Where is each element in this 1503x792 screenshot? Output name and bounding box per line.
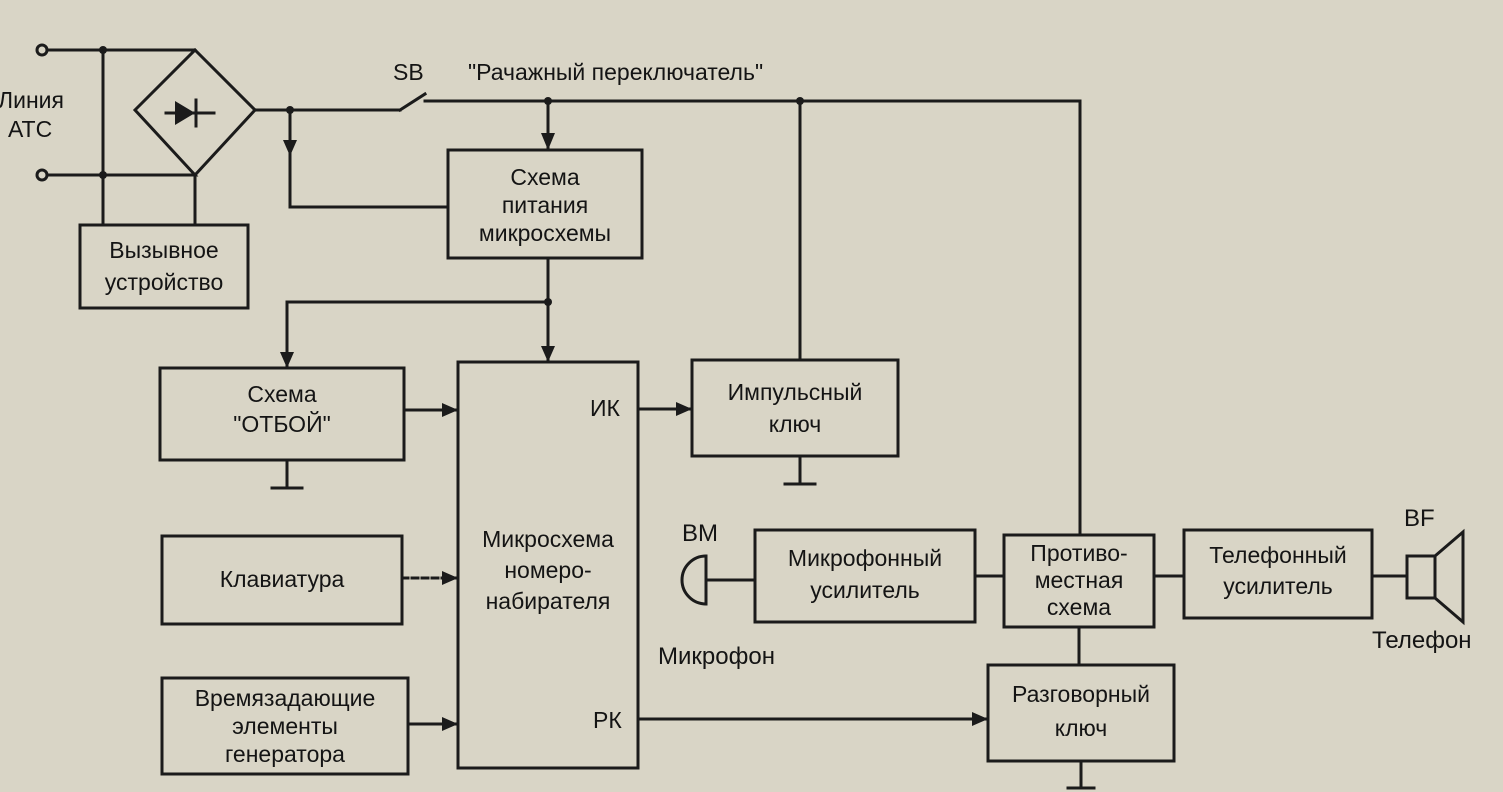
arrow: [972, 712, 988, 726]
pk-label: РК: [593, 707, 622, 733]
svg-text:Разговорный: Разговорный: [1012, 681, 1150, 707]
svg-text:Микросхема: Микросхема: [482, 526, 614, 552]
svg-text:схема: схема: [1047, 594, 1111, 620]
ground: [783, 454, 817, 486]
svg-text:усилитель: усилитель: [1223, 573, 1333, 599]
wire: [288, 108, 450, 209]
svg-text:ключ: ключ: [1055, 715, 1107, 741]
svg-text:местная: местная: [1035, 567, 1124, 593]
svg-text:Схема: Схема: [247, 381, 316, 407]
block-mic-amp: Микрофонный усилитель: [753, 528, 977, 624]
svg-text:Времязадающие: Времязадающие: [195, 685, 376, 711]
block-power-circuit: Схема питания микросхемы: [446, 148, 644, 260]
phone-label: Телефон: [1372, 627, 1472, 654]
line-top-wire: [45, 48, 258, 113]
switch-caption: "Рачажный переключатель": [468, 59, 763, 85]
line-atc-label: Линия: [0, 87, 64, 113]
svg-text:усилитель: усилитель: [810, 577, 920, 603]
block-call-device: Вызывное устройство: [78, 223, 250, 310]
svg-text:питания: питания: [502, 192, 588, 218]
arrow: [280, 352, 294, 368]
svg-text:микросхемы: микросхемы: [479, 220, 611, 246]
svg-text:элементы: элементы: [232, 713, 338, 739]
svg-text:"ОТБОЙ": "ОТБОЙ": [233, 410, 331, 437]
arrow: [442, 717, 458, 731]
arrow: [442, 403, 458, 417]
arrow: [541, 133, 555, 150]
svg-text:Противо-: Противо-: [1030, 540, 1127, 566]
bridge-lower-right: [192, 107, 258, 178]
svg-text:ключ: ключ: [769, 411, 821, 437]
svg-text:Вызывное: Вызывное: [109, 237, 218, 263]
block-phone-amp: Телефонный усилитель: [1182, 528, 1374, 620]
wire: [285, 300, 550, 370]
svg-text:устройство: устройство: [105, 269, 224, 295]
line-atc-label: АТС: [8, 116, 52, 142]
svg-text:Клавиатура: Клавиатура: [220, 566, 345, 592]
arrow: [442, 571, 458, 585]
microphone-label: Микрофон: [658, 643, 775, 670]
svg-text:номеро-: номеро-: [504, 557, 591, 583]
svg-text:Телефонный: Телефонный: [1209, 542, 1347, 568]
svg-text:набирателя: набирателя: [486, 588, 611, 614]
arrow: [283, 140, 297, 156]
sb-switch: [397, 91, 428, 113]
svg-text:генератора: генератора: [225, 741, 345, 767]
line-bottom-wire: [45, 47, 199, 177]
ground: [270, 458, 304, 490]
microphone-icon: [680, 554, 708, 606]
block-antisidetone: Противо- местная схема: [1002, 533, 1156, 629]
block-pulse-key: Импульсный ключ: [690, 358, 900, 458]
bf-label: BF: [1404, 505, 1435, 532]
block-keypad: Клавиатура: [160, 534, 404, 626]
block-timing: Времязадающие элементы генератора: [160, 676, 410, 776]
svg-text:Импульсный: Импульсный: [728, 379, 863, 405]
speaker-icon: [1405, 528, 1465, 626]
block-dialer-ic: Микросхема номеро- набирателя: [456, 360, 640, 770]
ground: [1066, 759, 1096, 790]
ik-label: ИК: [590, 395, 621, 421]
svg-text:Микрофонный: Микрофонный: [788, 545, 942, 571]
block-otboi: Схема "ОТБОЙ": [158, 366, 406, 462]
arrow: [676, 402, 692, 416]
diode-icon: [164, 98, 216, 128]
bm-label: ВМ: [682, 520, 718, 547]
svg-text:Схема: Схема: [510, 164, 579, 190]
arrow: [541, 346, 555, 362]
sb-label: SB: [393, 59, 424, 85]
block-talk-key: Разговорный ключ: [986, 663, 1176, 763]
wire: [423, 99, 1082, 537]
